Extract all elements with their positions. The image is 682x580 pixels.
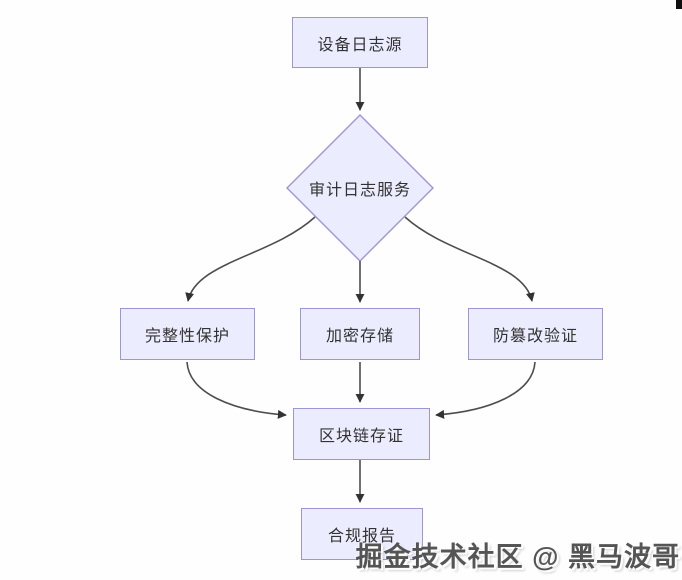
node-tamper-proof-verification: 防篡改验证	[468, 308, 603, 360]
node-device-log-source: 设备日志源	[292, 17, 428, 68]
corner-artifact	[676, 0, 682, 9]
edge-audit-to-tamper	[404, 216, 535, 302]
node-compliance-report: 合规报告	[301, 508, 423, 560]
node-shape-audit-log-service	[286, 114, 434, 262]
edge-integrity-to-blockchain	[186, 361, 287, 419]
node-label: 设备日志源	[317, 36, 403, 54]
watermark: 掘金技术社区 @ 黑马波哥	[355, 542, 680, 572]
node-label: 区块链存证	[318, 428, 404, 445]
edge-tamper-to-blockchain	[435, 361, 536, 419]
node-label: 防篡改验证	[492, 328, 578, 345]
node-label: 合规报告	[327, 528, 396, 545]
node-blockchain-evidence: 区块链存证	[293, 408, 430, 460]
edge-audit-to-integrity	[185, 216, 316, 302]
node-label: 加密存储	[325, 328, 394, 345]
node-encrypted-storage: 加密存储	[300, 308, 420, 360]
node-integrity-protection: 完整性保护	[120, 308, 255, 360]
node-label: 完整性保护	[144, 328, 230, 345]
